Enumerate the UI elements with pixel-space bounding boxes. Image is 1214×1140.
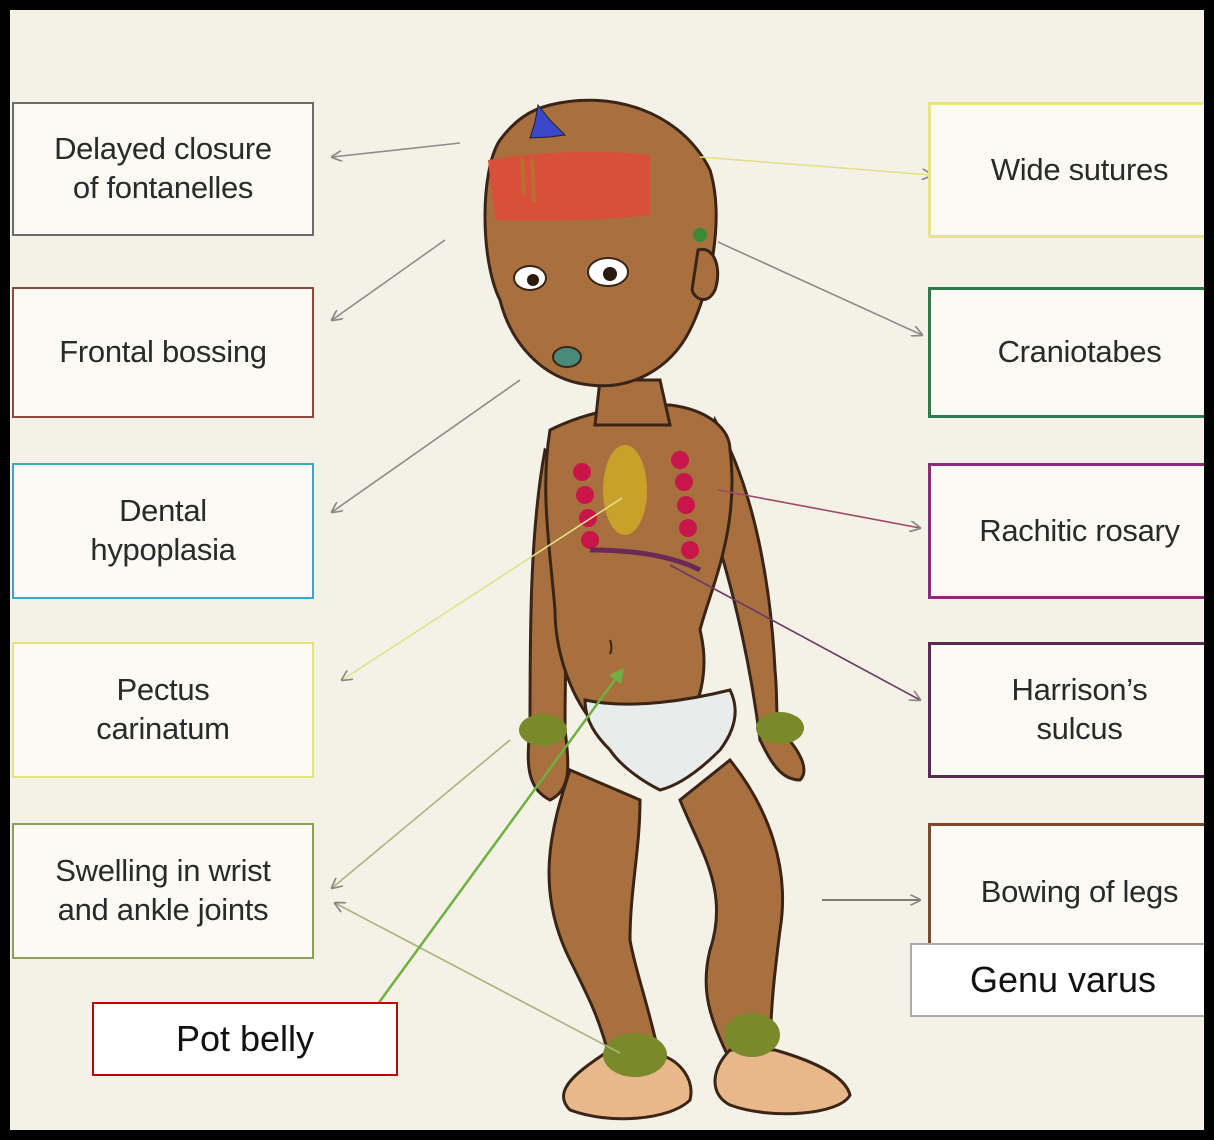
frontal-bossing-band: [488, 152, 650, 221]
right-ankle-joint: [724, 1013, 780, 1057]
label-frontal-bossing: Frontal bossing: [12, 287, 314, 418]
label-wide-sutures: Wide sutures: [928, 102, 1214, 238]
callout-pot-belly: Pot belly: [92, 1002, 398, 1076]
right-foot: [715, 1050, 850, 1114]
ear: [692, 249, 718, 299]
right-leg: [680, 760, 783, 1060]
right-wrist-joint: [756, 712, 804, 744]
label-bowing-of-legs: Bowing of legs: [928, 823, 1214, 959]
left-ankle-joint: [603, 1033, 667, 1077]
callout-genu-varus: Genu varus: [910, 943, 1214, 1017]
label-craniotabes: Craniotabes: [928, 287, 1214, 418]
mouth-mark: [553, 347, 581, 367]
head: [485, 100, 716, 386]
label-harrisons-sulcus: Harrison’s sulcus: [928, 642, 1214, 778]
label-rachitic-rosary: Rachitic rosary: [928, 463, 1214, 599]
label-pectus-carinatum: Pectus carinatum: [12, 642, 314, 778]
torso: [546, 405, 732, 730]
sternum-mark: [603, 445, 647, 535]
craniotabes-mark: [693, 228, 707, 242]
left-wrist-joint: [519, 714, 567, 746]
label-swelling-joints: Swelling in wrist and ankle joints: [12, 823, 314, 959]
left-leg: [549, 770, 660, 1060]
label-dental-hypoplasia: Dental hypoplasia: [12, 463, 314, 599]
label-delayed-closure: Delayed closure of fontanelles: [12, 102, 314, 236]
